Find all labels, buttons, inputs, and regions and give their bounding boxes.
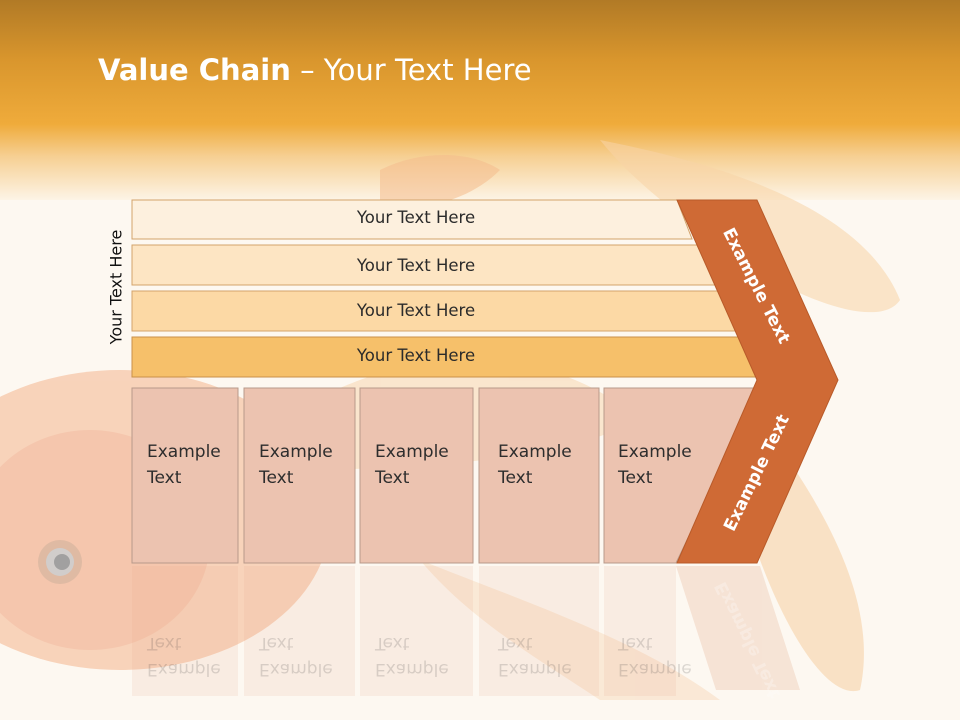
box-2-reflection-label: Example Text [259, 630, 359, 682]
box-2-line2: Text [259, 468, 294, 488]
box-4-line1: Example [498, 442, 572, 462]
box-3-reflection-line1: Example [375, 659, 449, 679]
box-5 [603, 387, 761, 564]
box-3 [359, 387, 474, 564]
box-3-reflection-line2: Text [375, 633, 410, 653]
box-1-line2: Text [147, 468, 182, 488]
box-5-line2: Text [618, 468, 653, 488]
bar-1 [131, 199, 693, 240]
box-3-line1: Example [375, 442, 449, 462]
box-1-reflection-line2: Text [147, 633, 182, 653]
box-5-reflection-line2: Text [618, 633, 653, 653]
box-4-reflection-label: Example Text [498, 630, 598, 682]
title-rest: – Your Text Here [290, 53, 532, 87]
title-bold: Value Chain [98, 53, 291, 87]
box-1-reflection-label: Example Text [147, 630, 247, 682]
box-1 [131, 387, 239, 564]
box-5-reflection-label: Example Text [618, 630, 718, 682]
box-1-label: Example Text [147, 439, 247, 491]
box-2-line1: Example [259, 442, 333, 462]
chevron-arrow [676, 199, 839, 564]
box-3-reflection-label: Example Text [375, 630, 475, 682]
box-1-reflection-line1: Example [147, 659, 221, 679]
bar-4-label: Your Text Here [356, 346, 476, 365]
box-2-label: Example Text [259, 439, 359, 491]
box-3-line2: Text [375, 468, 410, 488]
box-2-reflection-line2: Text [259, 633, 294, 653]
bar-3-label: Your Text Here [356, 301, 476, 320]
box-3-label: Example Text [375, 439, 475, 491]
fish-eye-icon [38, 540, 82, 584]
box-4-line2: Text [498, 468, 533, 488]
box-5-label: Example Text [618, 439, 718, 491]
bar-2-label: Your Text Here [356, 256, 476, 275]
bar-1-label: Your Text Here [356, 208, 476, 227]
box-4 [478, 387, 600, 564]
box-4-reflection-line1: Example [498, 659, 572, 679]
box-5-line1: Example [618, 442, 692, 462]
box-5-reflection-line1: Example [618, 659, 692, 679]
box-4-label: Example Text [498, 439, 598, 491]
box-2-reflection-line1: Example [259, 659, 333, 679]
box-1-line1: Example [147, 442, 221, 462]
slide-title: Value Chain – Your Text Here [98, 53, 532, 87]
boxes-reflection [132, 566, 800, 696]
box-2 [243, 387, 356, 564]
box-4-reflection-line2: Text [498, 633, 533, 653]
